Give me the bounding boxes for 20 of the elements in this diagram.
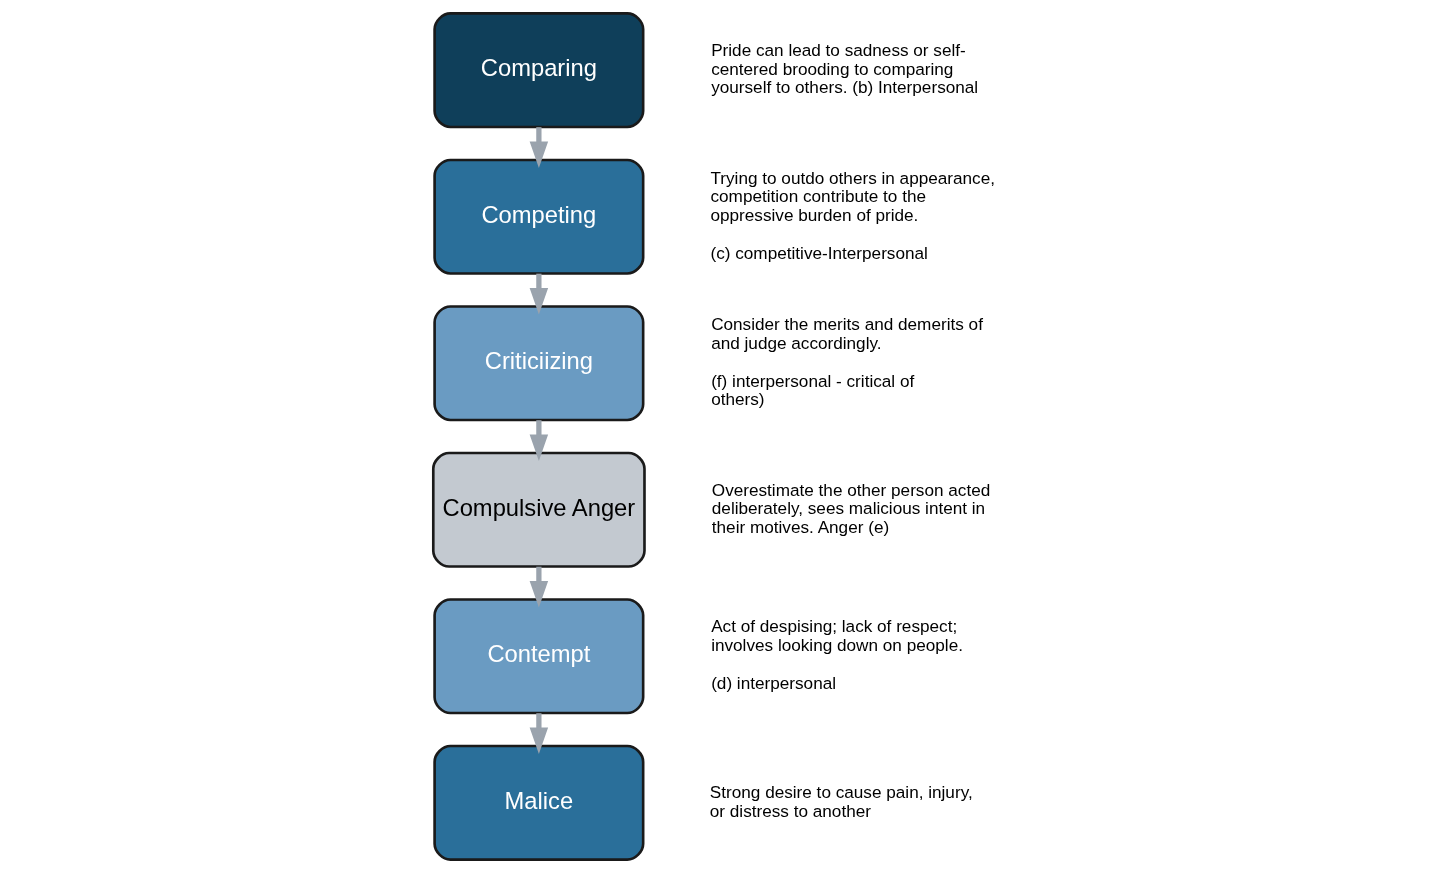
arrow — [529, 273, 549, 315]
node-label: Overestimate the other person acted deliberately, sees malicious intent in their motives. Anger (e) — [711, 479, 991, 537]
node-box: Competing — [433, 158, 645, 275]
node-label: (d) interpersonal — [711, 673, 837, 694]
node-box: Malice — [433, 744, 645, 861]
node-label: Act of despising; lack of respect; involves looking down on people. — [711, 616, 963, 655]
node-box: Comparing — [433, 12, 645, 129]
node-label: Strong desire to cause pain, injury, or distress to another — [709, 782, 973, 821]
node-label: Trying to outdo others in appearance, competition contribute to the oppressive burden of pride. — [710, 167, 996, 225]
node-box: Criticiizing — [433, 305, 645, 422]
arrow — [529, 566, 549, 608]
arrow — [529, 127, 549, 168]
arrow — [529, 420, 549, 461]
node-label: (f) interpersonal - critical of others) — [711, 370, 915, 410]
node-label: Pride can lead to sadness or self-centered brooding to comparing yourself to others. (b) Interpersonal — [711, 40, 979, 98]
arrow — [529, 713, 549, 754]
node-box: Contempt — [433, 598, 645, 715]
node-label: Consider the merits and demerits of and judge accordingly. — [711, 314, 983, 353]
node-label: (c) competitive-Interpersonal — [710, 242, 928, 263]
node-box: Compulsive Anger — [431, 451, 646, 568]
